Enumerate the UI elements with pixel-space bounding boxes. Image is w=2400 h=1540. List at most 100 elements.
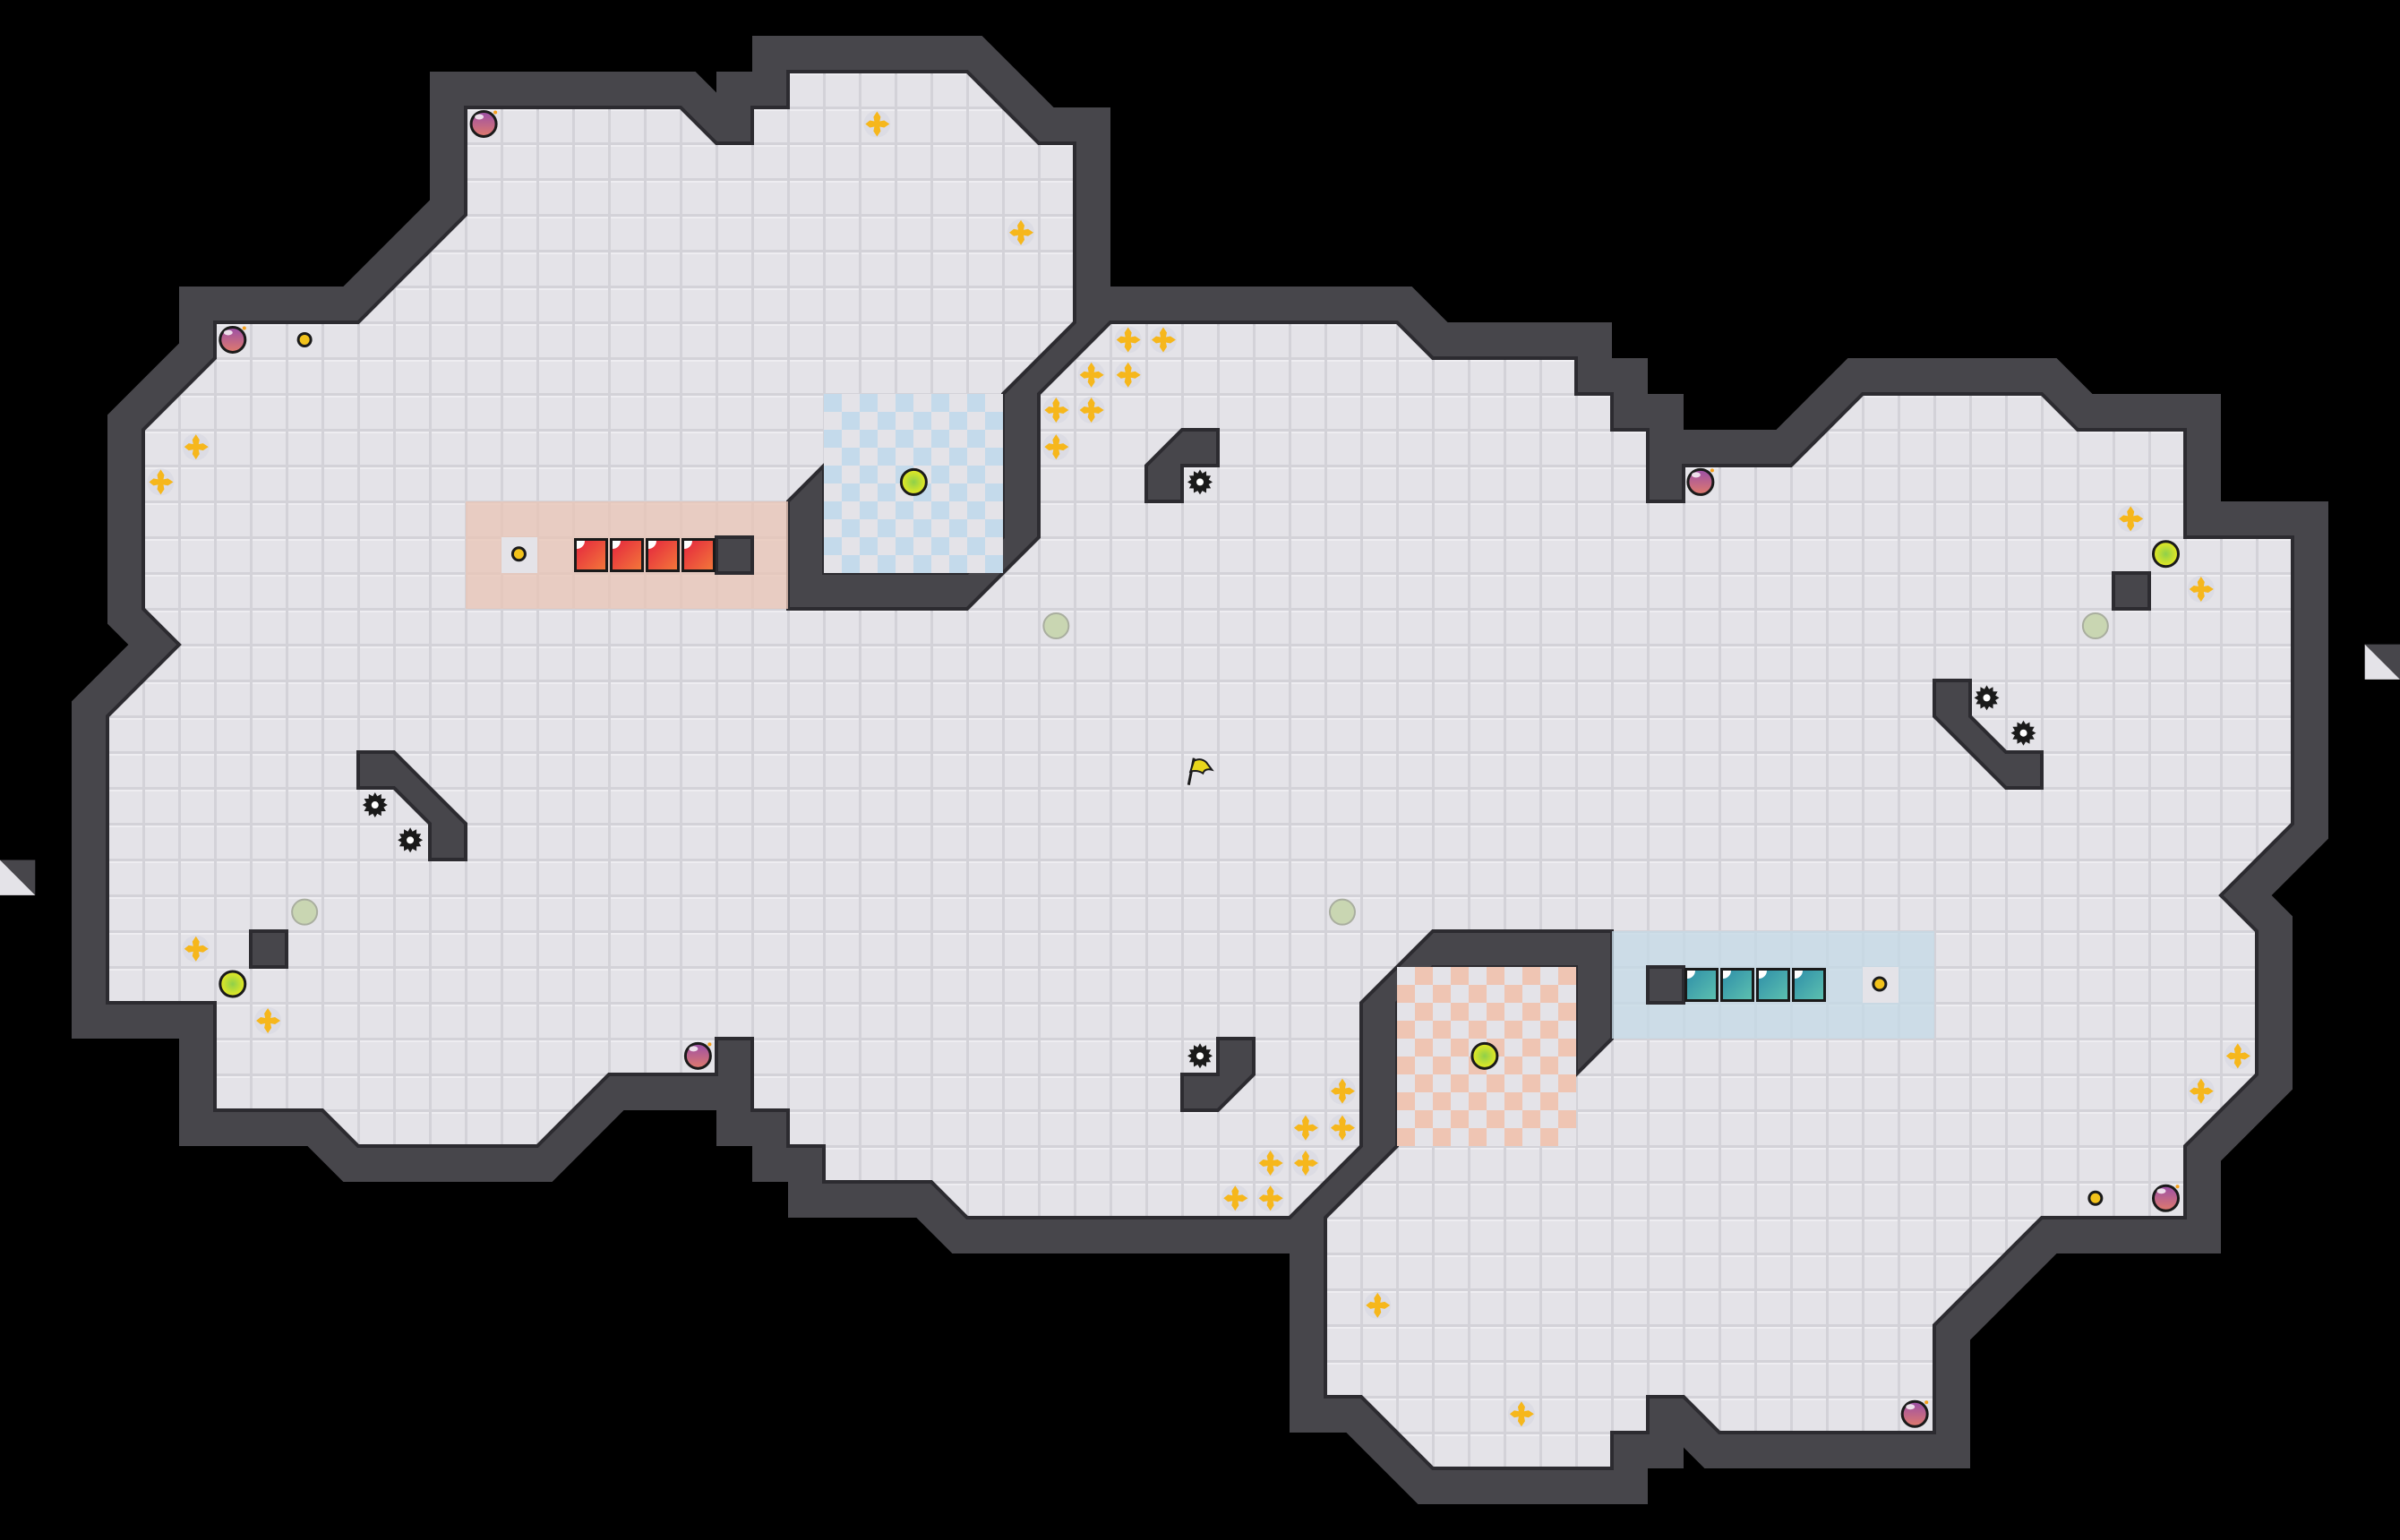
edge-marker: [2364, 644, 2400, 680]
gold-cross-pickup: [1007, 218, 1035, 246]
gold-cross-icon: [256, 1008, 281, 1034]
red-block-shine: [684, 541, 692, 549]
orb-spark: [2175, 1185, 2180, 1189]
lime-orb: [219, 970, 247, 998]
gold-cross-pickup: [1328, 1077, 1356, 1105]
lime-orb: [1470, 1041, 1499, 1070]
wall-block: [1180, 1037, 1256, 1112]
gold-cross-icon: [1330, 1078, 1355, 1104]
gold-cross-icon: [2225, 1043, 2250, 1069]
blue-block: [1684, 968, 1719, 1002]
wall-block: [1144, 428, 1220, 503]
gold-cross-pickup: [1077, 397, 1105, 424]
gold-coin: [296, 331, 313, 347]
gold-cross-pickup: [2187, 576, 2215, 603]
gold-cross-pickup: [2187, 1077, 2215, 1105]
red-block: [574, 538, 608, 572]
gold-cross-icon: [1009, 219, 1034, 245]
gold-cross-icon: [865, 111, 890, 137]
gold-cross-pickup: [1507, 1400, 1535, 1428]
orb-shine: [475, 114, 484, 120]
gear-hole: [371, 801, 379, 809]
spike-gear: [1187, 1043, 1213, 1069]
gear-hole: [2019, 729, 2027, 737]
gold-cross-pickup: [147, 468, 175, 496]
purple-orb-icon: [219, 325, 247, 354]
gold-cross-pickup: [254, 1007, 282, 1035]
gold-cross-pickup: [2117, 505, 2145, 533]
gold-cross-icon: [1151, 327, 1176, 353]
gold-cross-icon: [1223, 1185, 1248, 1211]
gold-cross-pickup: [182, 935, 210, 962]
gold-cross-pickup: [863, 110, 891, 138]
orb-shine: [223, 329, 233, 336]
wall-block: [356, 750, 467, 861]
gold-cross-icon: [1293, 1115, 1318, 1141]
red-block-shine: [577, 541, 585, 549]
purple-orb: [219, 325, 247, 354]
wall-block: [1933, 679, 2044, 790]
blue-block-shine: [1759, 971, 1767, 979]
gold-cross-pickup: [1042, 397, 1070, 424]
gold-cross-icon: [2189, 577, 2214, 603]
purple-orb: [469, 109, 498, 138]
gold-cross-pickup: [182, 433, 210, 461]
faded-orb: [2081, 612, 2109, 640]
faded-orb: [1328, 898, 1356, 926]
edge-marker: [0, 860, 36, 895]
spike-gear: [1187, 469, 1213, 495]
orb-shine: [1906, 1404, 1916, 1410]
blue-block: [1720, 968, 1754, 1002]
gold-cross-icon: [1293, 1150, 1318, 1176]
red-block: [646, 538, 680, 572]
gold-coin: [2087, 1190, 2104, 1206]
orb-spark: [707, 1042, 712, 1047]
gold-cross-icon: [1330, 1115, 1355, 1141]
orb-shine: [2156, 1188, 2166, 1194]
gold-cross-pickup: [1291, 1149, 1319, 1176]
gold-cross-pickup: [1149, 326, 1177, 354]
red-block-shine: [648, 541, 656, 549]
faded-orb: [291, 898, 319, 926]
gold-cross-icon: [1258, 1185, 1283, 1211]
wall-block: [249, 929, 288, 969]
faded-orb: [1042, 612, 1070, 640]
gold-cross-pickup: [1114, 326, 1142, 354]
edge-marker-dark: [2364, 644, 2400, 680]
purple-orb: [1900, 1399, 1929, 1428]
gold-cross-icon: [2189, 1078, 2214, 1104]
gold-cross-icon: [184, 434, 209, 460]
purple-orb-icon: [2151, 1184, 2180, 1212]
spike-gear: [2010, 720, 2036, 746]
gold-cross-icon: [184, 936, 209, 962]
gold-cross-icon: [149, 469, 174, 495]
gold-cross-pickup: [1256, 1185, 1284, 1212]
purple-orb: [2151, 1184, 2180, 1212]
orb-spark: [1710, 468, 1714, 473]
purple-orb-icon: [469, 109, 498, 138]
purple-orb-icon: [1900, 1399, 1929, 1428]
purple-orb: [1686, 467, 1715, 496]
entities: [0, 109, 2400, 1428]
gold-cross-icon: [1044, 398, 1069, 424]
gold-cross-pickup: [2224, 1042, 2251, 1070]
gold-cross-icon: [1366, 1292, 1391, 1318]
red-block-shine: [613, 541, 621, 549]
gear-hole: [1983, 694, 1991, 702]
gold-cross-pickup: [1077, 361, 1105, 389]
red-block: [610, 538, 644, 572]
purple-orb-icon: [1686, 467, 1715, 496]
wall-block: [2112, 571, 2151, 611]
orb-spark: [1924, 1400, 1929, 1405]
flag-icon: [1188, 758, 1214, 775]
spike-gear: [398, 827, 424, 853]
orb-shine: [689, 1046, 699, 1052]
gear-hole: [1196, 478, 1204, 486]
obstacles: [249, 428, 2151, 1112]
gold-cross-pickup: [1256, 1149, 1284, 1176]
gold-cross-icon: [1079, 398, 1104, 424]
gold-cross-icon: [1116, 362, 1141, 388]
blue-block-shine: [1795, 971, 1803, 979]
orb-shine: [1691, 472, 1701, 478]
gold-cross-pickup: [1114, 361, 1142, 389]
